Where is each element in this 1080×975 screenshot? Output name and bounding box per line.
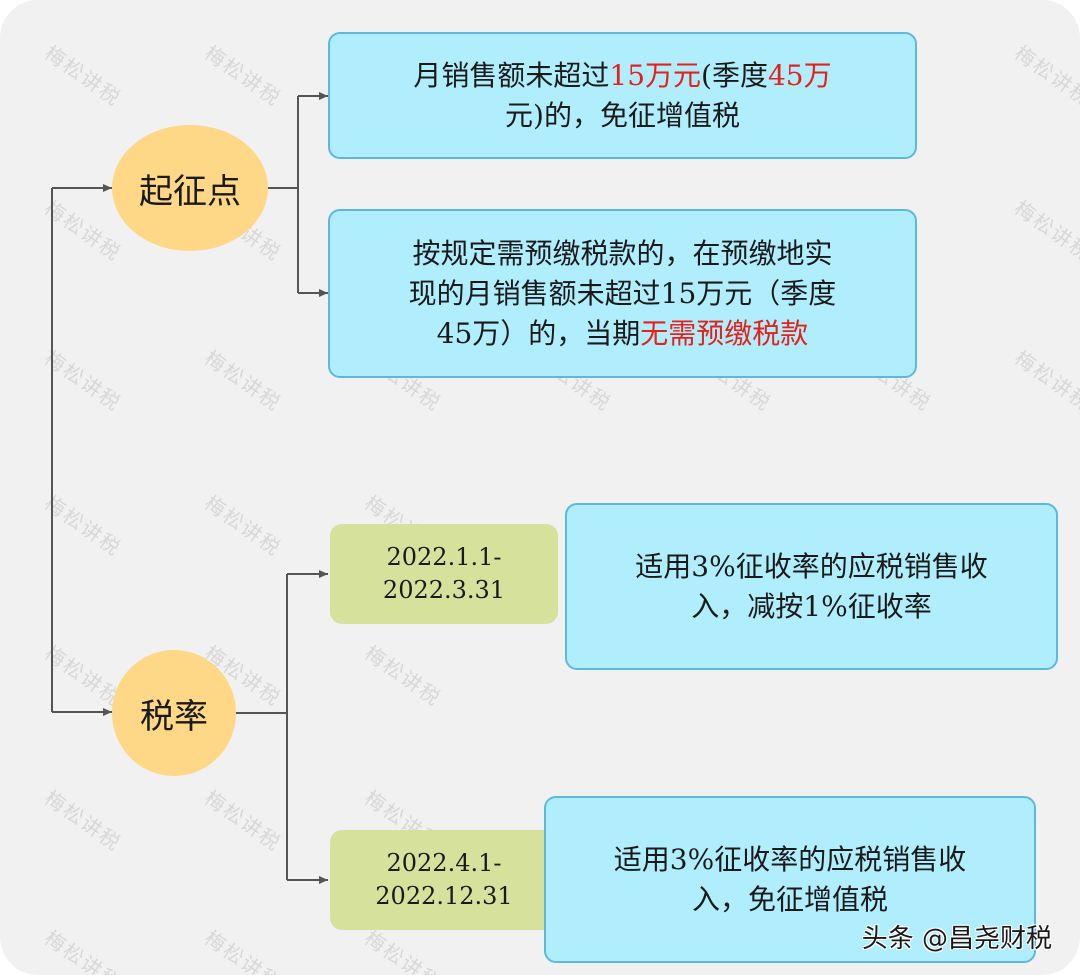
source-credit: 头条 @昌尧财税	[861, 924, 1052, 954]
threshold-rule-text-2: 按规定需预缴税款的，在预缴地实 现的月销售额未超过15万元（季度 45万）的，当…	[409, 234, 837, 354]
period-end: 2022.12.31	[375, 882, 513, 910]
period-start: 2022.1.1-	[386, 543, 502, 571]
text-segment: 45万）的，当期	[436, 316, 641, 350]
rate-label: 税率	[140, 696, 208, 737]
period-box-2: 2022.4.1- 2022.12.31	[330, 830, 558, 930]
period-box-1: 2022.1.1- 2022.3.31	[330, 524, 558, 624]
period-start: 2022.4.1-	[386, 849, 502, 877]
highlight-text: 无需预缴税款	[640, 316, 809, 350]
threshold-rule-box-1: 月销售额未超过15万元(季度45万 元)的，免征增值税	[328, 32, 917, 159]
period-end: 2022.3.31	[382, 576, 506, 604]
rate-rule-box-1: 适用3%征收率的应税销售收 入，减按1%征收率	[565, 503, 1058, 670]
text-segment: 现的月销售额未超过15万元（季度	[408, 276, 837, 310]
text-segment: 入，减按1%征收率	[691, 590, 932, 623]
highlight-amount: 15万元	[609, 58, 702, 92]
threshold-rule-text-1: 月销售额未超过15万元(季度45万 元)的，免征增值税	[413, 56, 831, 136]
text-segment: 按规定需预缴税款的，在预缴地实	[412, 236, 833, 270]
text-segment: 入，免征增值税	[691, 883, 888, 916]
text-segment: 月销售额未超过	[413, 58, 610, 92]
text-segment: 适用3%征收率的应税销售收	[635, 550, 988, 583]
rate-rule-box-2: 适用3%征收率的应税销售收 入，免征增值税	[544, 796, 1036, 963]
threshold-node: 起征点	[112, 125, 268, 251]
highlight-amount: 45万	[767, 58, 832, 92]
text-segment: 适用3%征收率的应税销售收	[613, 843, 967, 876]
text-segment: 元)的，免征增值税	[505, 98, 740, 132]
threshold-rule-box-2: 按规定需预缴税款的，在预缴地实 现的月销售额未超过15万元（季度 45万）的，当…	[328, 209, 917, 378]
threshold-label: 起征点	[139, 171, 241, 212]
text-segment: (季度	[701, 58, 768, 92]
rate-node: 税率	[112, 650, 236, 776]
